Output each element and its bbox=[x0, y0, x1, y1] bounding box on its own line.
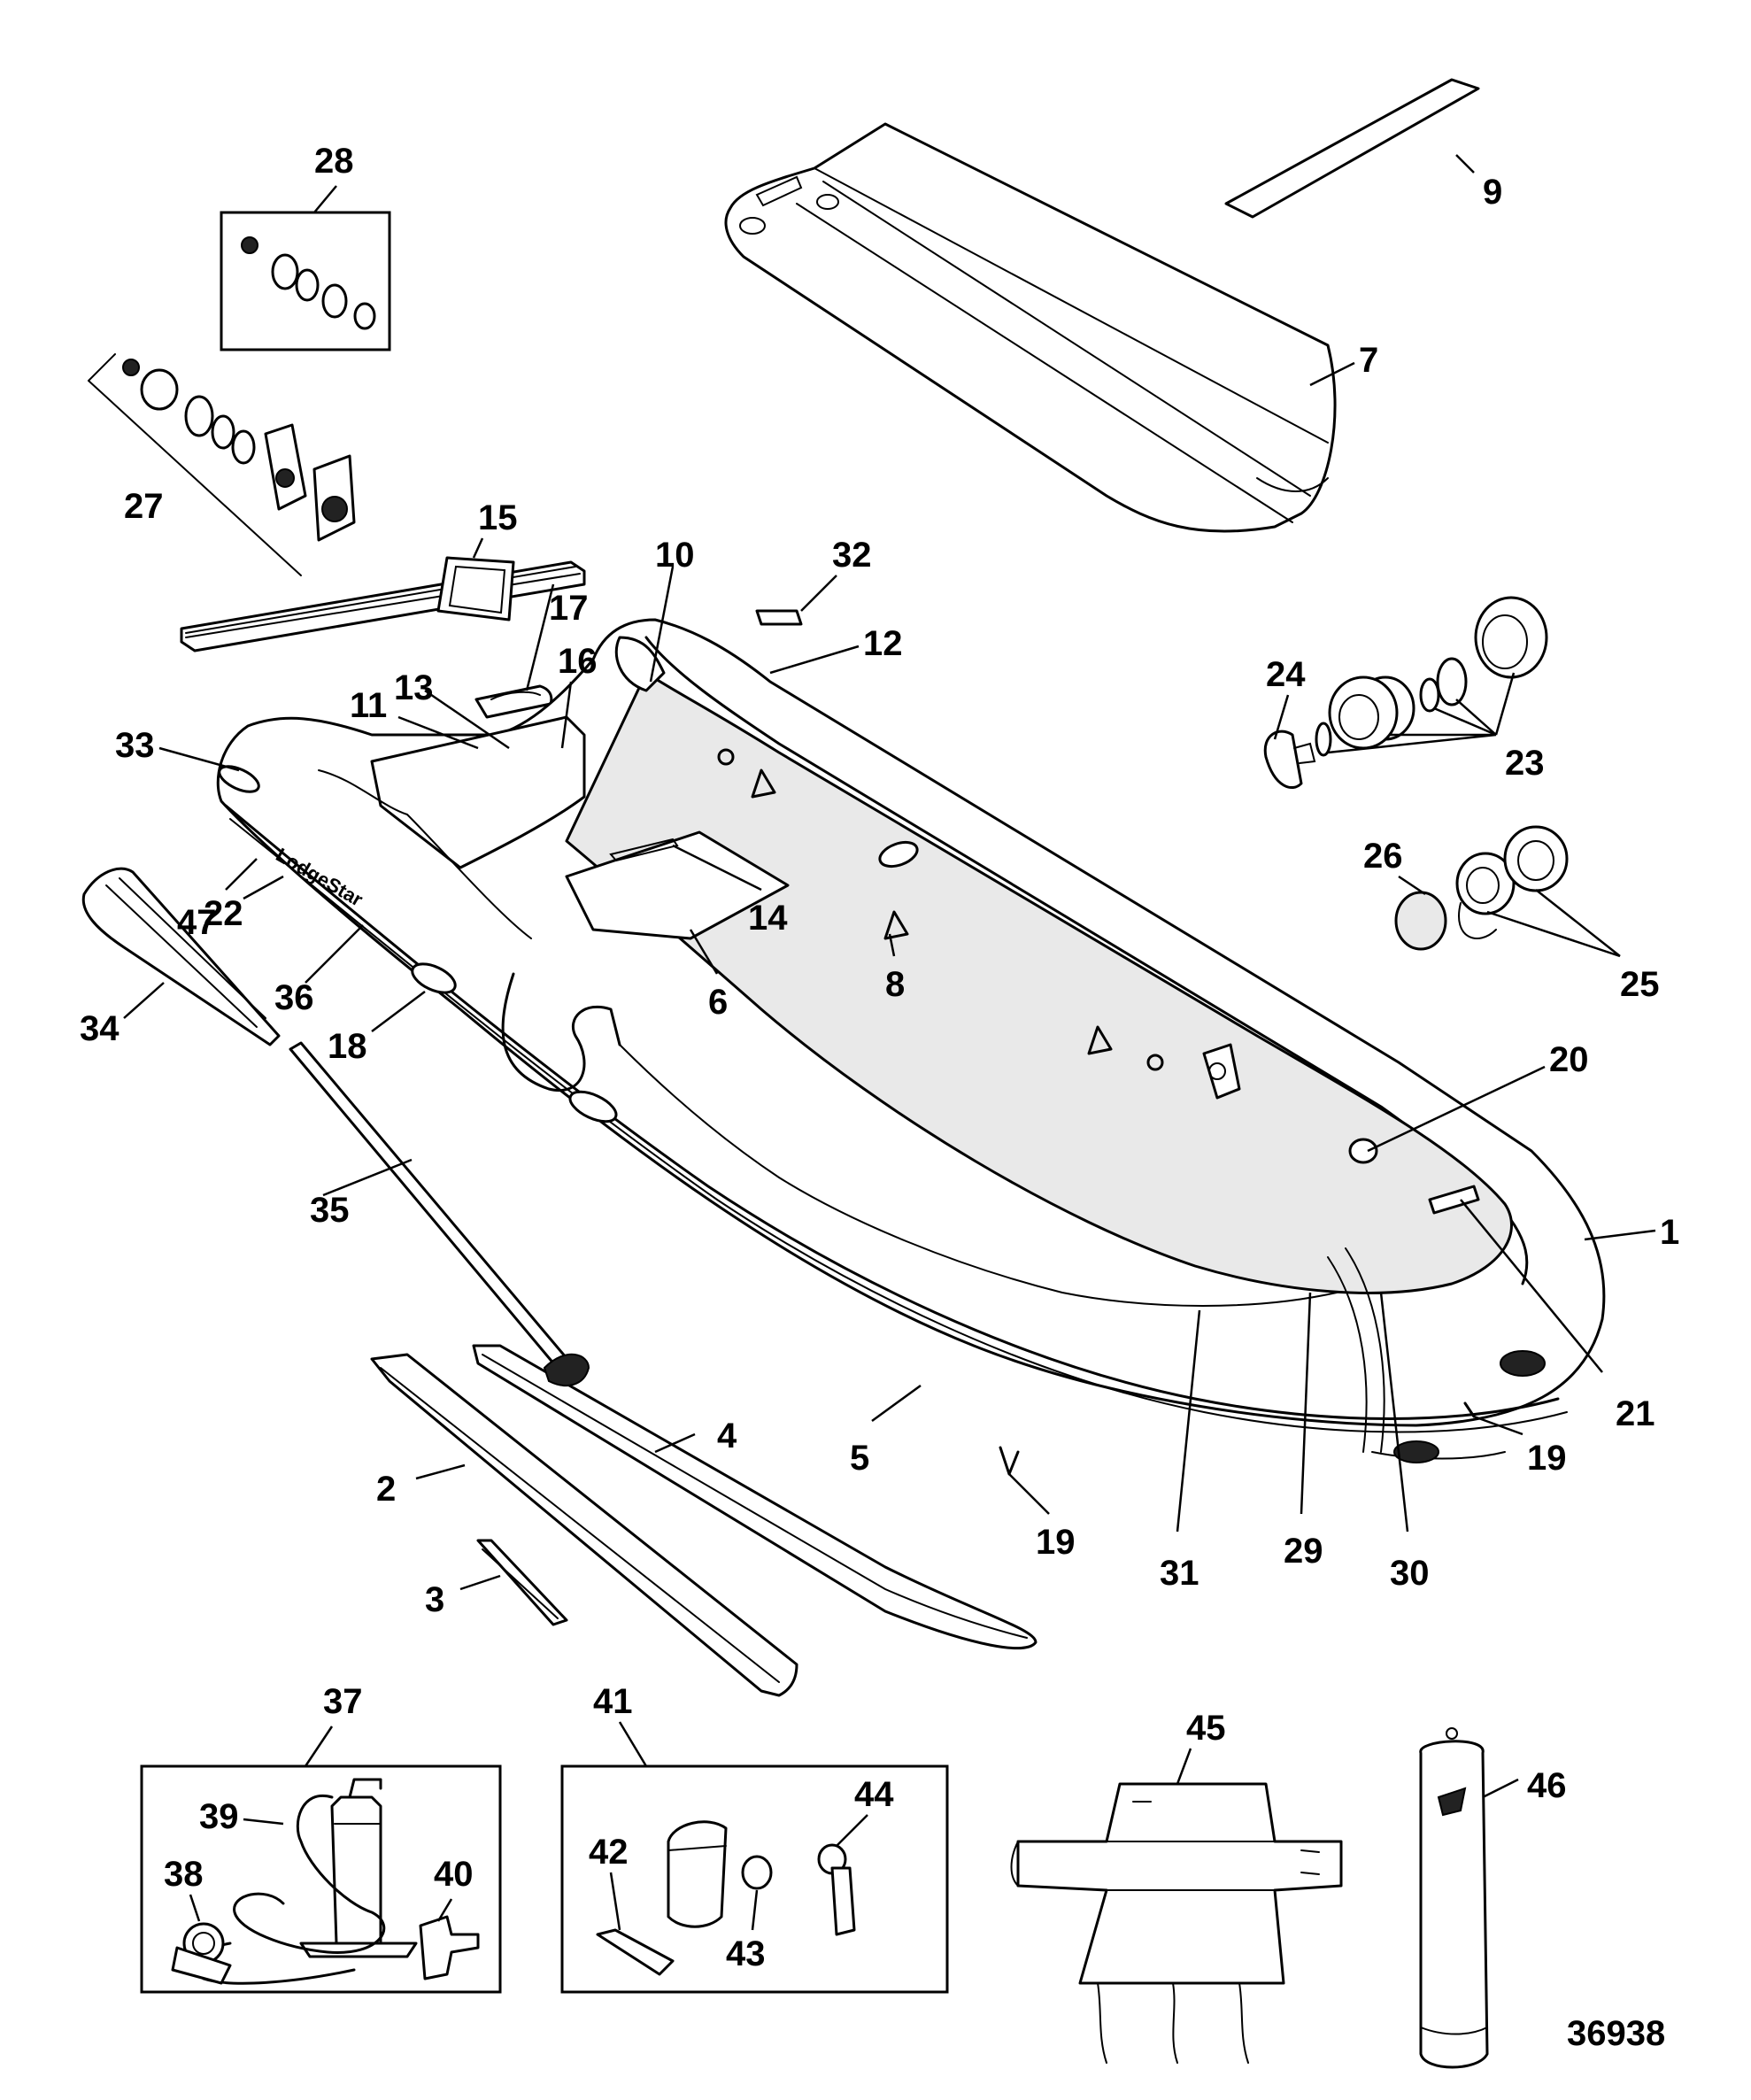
callout-3: 3 bbox=[425, 1580, 444, 1619]
callout-30: 30 bbox=[1390, 1554, 1430, 1593]
callout-36: 36 bbox=[274, 978, 314, 1017]
rub-strip-part bbox=[180, 560, 586, 652]
patch-part bbox=[755, 609, 803, 626]
floorboard-part bbox=[724, 122, 1337, 533]
valve-kit-box bbox=[220, 211, 391, 351]
callout-28: 28 bbox=[314, 142, 354, 181]
figure-number: 36938 bbox=[1567, 2014, 1665, 2053]
callout-31: 31 bbox=[1160, 1554, 1199, 1593]
callout-18: 18 bbox=[328, 1027, 367, 1066]
callout-16: 16 bbox=[558, 642, 598, 681]
callout-27: 27 bbox=[124, 487, 164, 526]
callout-14: 14 bbox=[748, 899, 788, 938]
callout-labels: 1 2 3 4 5 6 7 8 9 10 11 12 13 14 15 16 1… bbox=[80, 142, 1679, 2053]
callout-38: 38 bbox=[164, 1855, 204, 1894]
callout-10: 10 bbox=[655, 536, 695, 575]
callout-4: 4 bbox=[717, 1417, 737, 1455]
callout-37: 37 bbox=[323, 1682, 363, 1721]
oar-shaft-part bbox=[289, 1041, 590, 1386]
keel-strip-guard-part bbox=[472, 1344, 1037, 1650]
callout-5: 5 bbox=[850, 1439, 869, 1478]
callout-35: 35 bbox=[310, 1191, 350, 1230]
leader-lines bbox=[123, 154, 1656, 1931]
callout-24: 24 bbox=[1266, 655, 1306, 694]
callout-47: 47 bbox=[177, 903, 217, 942]
keel-strip-long-part bbox=[370, 1353, 798, 1697]
storage-bag-part bbox=[1419, 1727, 1489, 2069]
keel-end-part bbox=[476, 1539, 568, 1626]
boat-cover-part bbox=[1010, 1782, 1343, 2064]
valve-assembly-part bbox=[88, 353, 356, 576]
callout-12: 12 bbox=[863, 624, 903, 663]
callout-6: 6 bbox=[708, 983, 728, 1022]
callout-1: 1 bbox=[1660, 1213, 1679, 1252]
callout-8: 8 bbox=[885, 965, 905, 1004]
callout-19-keel: 19 bbox=[1036, 1523, 1076, 1562]
callout-19-bow: 19 bbox=[1527, 1439, 1567, 1478]
callout-22: 22 bbox=[204, 894, 243, 933]
callout-44: 44 bbox=[854, 1775, 894, 1814]
callout-20: 20 bbox=[1549, 1040, 1589, 1079]
pump-kit-box bbox=[140, 1764, 502, 1994]
callout-41: 41 bbox=[593, 1682, 633, 1721]
callout-39: 39 bbox=[199, 1797, 239, 1836]
callout-26: 26 bbox=[1363, 837, 1403, 876]
callout-23: 23 bbox=[1505, 744, 1545, 783]
callout-15: 15 bbox=[478, 498, 518, 537]
callout-13: 13 bbox=[394, 668, 434, 707]
callout-45: 45 bbox=[1186, 1709, 1226, 1748]
callout-40: 40 bbox=[434, 1855, 474, 1894]
oar-blade-part bbox=[81, 867, 281, 1046]
callout-11: 11 bbox=[350, 686, 387, 725]
callout-9: 9 bbox=[1483, 173, 1502, 212]
inflatable-hull: LodgeStar bbox=[216, 618, 1606, 1476]
inspection-plate-part bbox=[436, 556, 515, 622]
floor-strip-part bbox=[1224, 78, 1480, 219]
repair-kit-box bbox=[560, 1764, 949, 1994]
drain-valve-part bbox=[1263, 596, 1548, 789]
callout-43: 43 bbox=[726, 1934, 766, 1973]
callout-46: 46 bbox=[1527, 1766, 1567, 1805]
callout-32: 32 bbox=[832, 536, 872, 575]
callout-2: 2 bbox=[376, 1470, 396, 1509]
callout-17: 17 bbox=[549, 589, 589, 628]
callout-21: 21 bbox=[1616, 1394, 1655, 1433]
callout-25: 25 bbox=[1620, 965, 1660, 1004]
callout-42: 42 bbox=[589, 1833, 629, 1872]
callout-33: 33 bbox=[115, 726, 155, 765]
callout-29: 29 bbox=[1284, 1532, 1323, 1571]
callout-7: 7 bbox=[1359, 341, 1378, 380]
callout-34: 34 bbox=[80, 1009, 120, 1048]
